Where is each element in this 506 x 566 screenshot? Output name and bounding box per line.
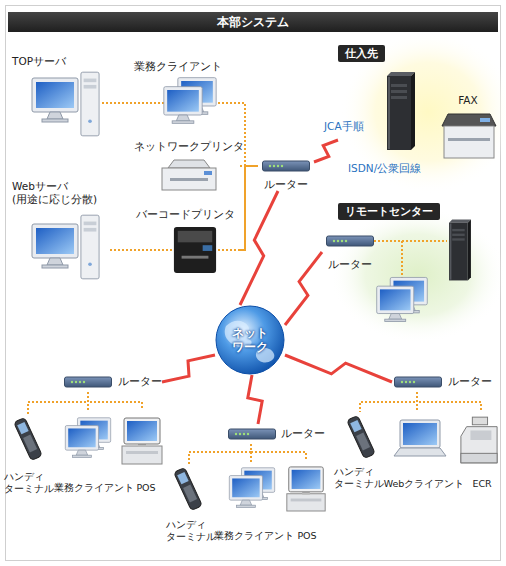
laptop-icon (394, 420, 446, 456)
node-label: 業務クライアント (214, 530, 294, 542)
router-box: ルーター (225, 424, 325, 444)
client-icon (229, 468, 274, 508)
handy-terminal-icon (174, 467, 203, 510)
fax-box: FAX (436, 94, 500, 162)
router-box: ルーター (258, 155, 314, 191)
client-icon (65, 418, 110, 458)
tower-icon (81, 215, 99, 279)
terminal-box: ハンディ ターミナル (166, 465, 220, 543)
node-label: ハンディ ターミナル (166, 519, 220, 543)
client-box: 業務クライアント (54, 412, 134, 494)
node-label: ECR (472, 478, 491, 490)
client-box: Webクライアント (384, 412, 464, 490)
router-icon (327, 236, 374, 246)
server-icon (387, 72, 415, 150)
node-label: Webサーバ (用途に応じ分散) (12, 180, 110, 206)
lightning-link (285, 355, 392, 382)
client-box: 業務クライアント (214, 462, 294, 542)
line-label: JCA手順 (324, 120, 364, 134)
lightning-link (285, 252, 322, 325)
lan-wire (360, 392, 417, 412)
server-icon (449, 220, 471, 281)
router-icon (65, 377, 112, 387)
node-label: ハンディ ターミナル (334, 466, 386, 490)
node-label: ルーター (118, 375, 162, 388)
fax-icon (442, 114, 496, 158)
router-icon (263, 161, 310, 171)
node-label: ルーター (264, 178, 308, 191)
node-label: Webクライアント (384, 478, 465, 490)
pos-box: POS (124, 410, 168, 494)
terminal-box: ハンディ ターミナル (334, 412, 386, 490)
node-label: ルーター (281, 427, 325, 440)
globe-icon (216, 306, 284, 374)
printer-box: バーコードプリンタ (130, 208, 240, 278)
router-box: ルーター (322, 231, 378, 271)
line-label: ISDN/公衆回線 (348, 162, 421, 176)
terminal-box: ハンディ ターミナル (4, 415, 60, 495)
client-icon (377, 277, 428, 321)
client-box: 業務クライアント (130, 60, 230, 128)
lan-wire (28, 392, 88, 415)
barcode-printer-icon (174, 227, 216, 273)
printer-box: ネットワークプリンタ (130, 140, 240, 192)
node-label: POS (297, 530, 316, 542)
tower-icon (81, 72, 99, 136)
lightning-link (162, 355, 215, 382)
monitor-icon (32, 224, 78, 268)
node-label: ネットワーク (231, 326, 269, 355)
router-icon (229, 429, 276, 439)
printer-icon (162, 160, 216, 190)
node-label: ハンディ ターミナル (4, 471, 60, 495)
title-band: 本部システム (8, 12, 498, 32)
client-icon (164, 78, 216, 124)
router-box: ルーター (392, 372, 492, 392)
server-box: Webサーバ (用途に応じ分散) (10, 180, 110, 283)
router-icon (395, 377, 442, 387)
node-label: ルーター (328, 258, 372, 271)
router-box: ルーター (62, 372, 162, 392)
node-label: ルーター (448, 375, 492, 388)
ecr-box: ECR (464, 412, 500, 490)
lan-wire (230, 103, 258, 166)
node-label: 仕入先 (338, 45, 385, 62)
site-region: リモートセンタールーター (318, 203, 500, 333)
network-globe: ネットワーク (215, 305, 285, 375)
handy-terminal-icon (347, 415, 376, 458)
node-label: ネットワークプリンタ (134, 140, 244, 153)
node-label: TOPサーバ (12, 55, 66, 68)
pos-icon (122, 418, 162, 464)
node-label: 業務クライアント (54, 482, 134, 494)
lan-wire (88, 392, 142, 410)
handy-terminal-icon (14, 417, 43, 460)
lightning-link (240, 191, 278, 305)
node-label: バーコードプリンタ (136, 208, 235, 221)
lightning-link (248, 375, 262, 424)
remote-glow (330, 207, 506, 343)
node-label: FAX (458, 94, 477, 107)
lan-wire (251, 444, 306, 460)
lan-wire (417, 392, 481, 412)
lightning-link (314, 140, 338, 162)
globe-land (225, 321, 275, 363)
monitor-icon (32, 78, 78, 122)
ecr-icon (461, 417, 497, 463)
server-box: TOPサーバ (10, 55, 102, 143)
pos-icon (287, 467, 325, 511)
node-label: POS (136, 482, 155, 494)
node-label: 業務クライアント (134, 60, 222, 73)
node-label: リモートセンター (338, 203, 440, 220)
pos-box: POS (290, 460, 324, 542)
lan-wire (374, 241, 447, 282)
lan-wire (189, 444, 251, 465)
